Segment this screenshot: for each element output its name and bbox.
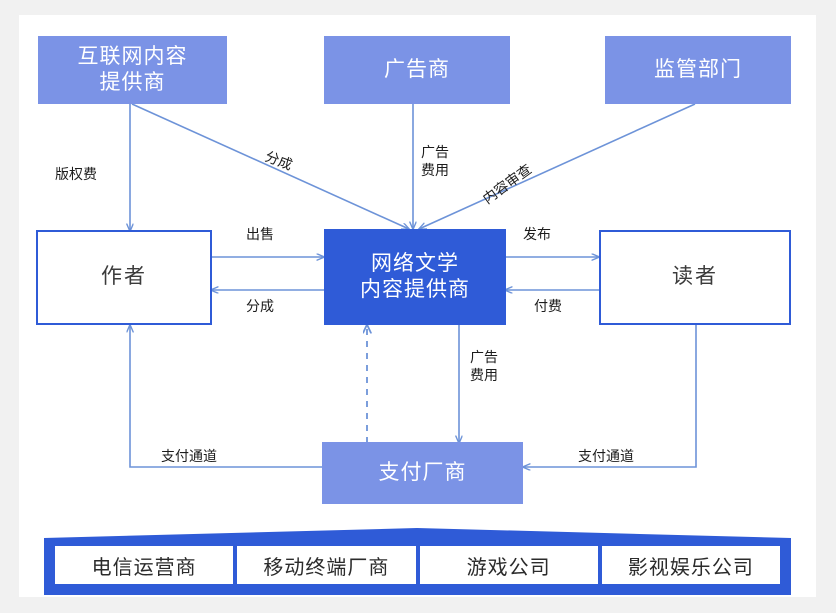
node-label: 互联网内容 提供商 bbox=[77, 44, 188, 94]
banner-item[interactable]: 移动终端厂商 bbox=[237, 546, 416, 584]
bottom-banner: 电信运营商 移动终端厂商 游戏公司 影视娱乐公司 bbox=[44, 528, 791, 595]
banner-item[interactable]: 电信运营商 bbox=[55, 546, 234, 584]
node-reader[interactable]: 读者 bbox=[599, 230, 791, 325]
node-label: 支付厂商 bbox=[378, 460, 467, 484]
edge-label-payment-channel-right: 支付通道 bbox=[578, 448, 634, 464]
edge-revenue-share-diagonal bbox=[131, 103, 409, 229]
node-author[interactable]: 作者 bbox=[36, 230, 212, 325]
diagram-canvas: 互联网内容 提供商 广告商 监管部门 作者 网络文学 内容提供商 读者 支付厂商… bbox=[19, 15, 816, 597]
node-label: 监管部门 bbox=[654, 57, 742, 81]
banner-item-list: 电信运营商 移动终端厂商 游戏公司 影视娱乐公司 bbox=[44, 544, 791, 586]
node-payment-vendor[interactable]: 支付厂商 bbox=[322, 442, 523, 504]
edge-label-ad-fee-top: 广告 费用 bbox=[421, 144, 449, 179]
edge-payment-channel-right bbox=[523, 325, 697, 467]
node-regulator[interactable]: 监管部门 bbox=[605, 36, 791, 104]
edge-payment-channel-left bbox=[130, 325, 322, 468]
edge-label-copyright-fee: 版权费 bbox=[55, 166, 97, 182]
node-advertiser[interactable]: 广告商 bbox=[324, 36, 510, 104]
edge-label-pay: 付费 bbox=[534, 298, 562, 314]
edge-label-revenue-share: 分成 bbox=[246, 298, 274, 314]
edge-label-sell: 出售 bbox=[246, 226, 274, 242]
node-internet-content-provider[interactable]: 互联网内容 提供商 bbox=[38, 36, 227, 104]
node-label: 读者 bbox=[672, 265, 718, 289]
edge-label-ad-fee-bottom: 广告 费用 bbox=[470, 349, 498, 384]
edge-layer bbox=[19, 103, 697, 597]
edge-content-review bbox=[419, 103, 696, 229]
node-label: 广告商 bbox=[384, 57, 450, 81]
edge-label-publish: 发布 bbox=[523, 226, 551, 242]
edge-label-payment-channel-left: 支付通道 bbox=[161, 448, 217, 464]
banner-item[interactable]: 影视娱乐公司 bbox=[601, 546, 780, 584]
node-online-literature-provider[interactable]: 网络文学 内容提供商 bbox=[324, 229, 506, 325]
node-label: 网络文学 内容提供商 bbox=[360, 251, 470, 301]
banner-item[interactable]: 游戏公司 bbox=[419, 546, 598, 584]
node-label: 作者 bbox=[101, 265, 147, 289]
